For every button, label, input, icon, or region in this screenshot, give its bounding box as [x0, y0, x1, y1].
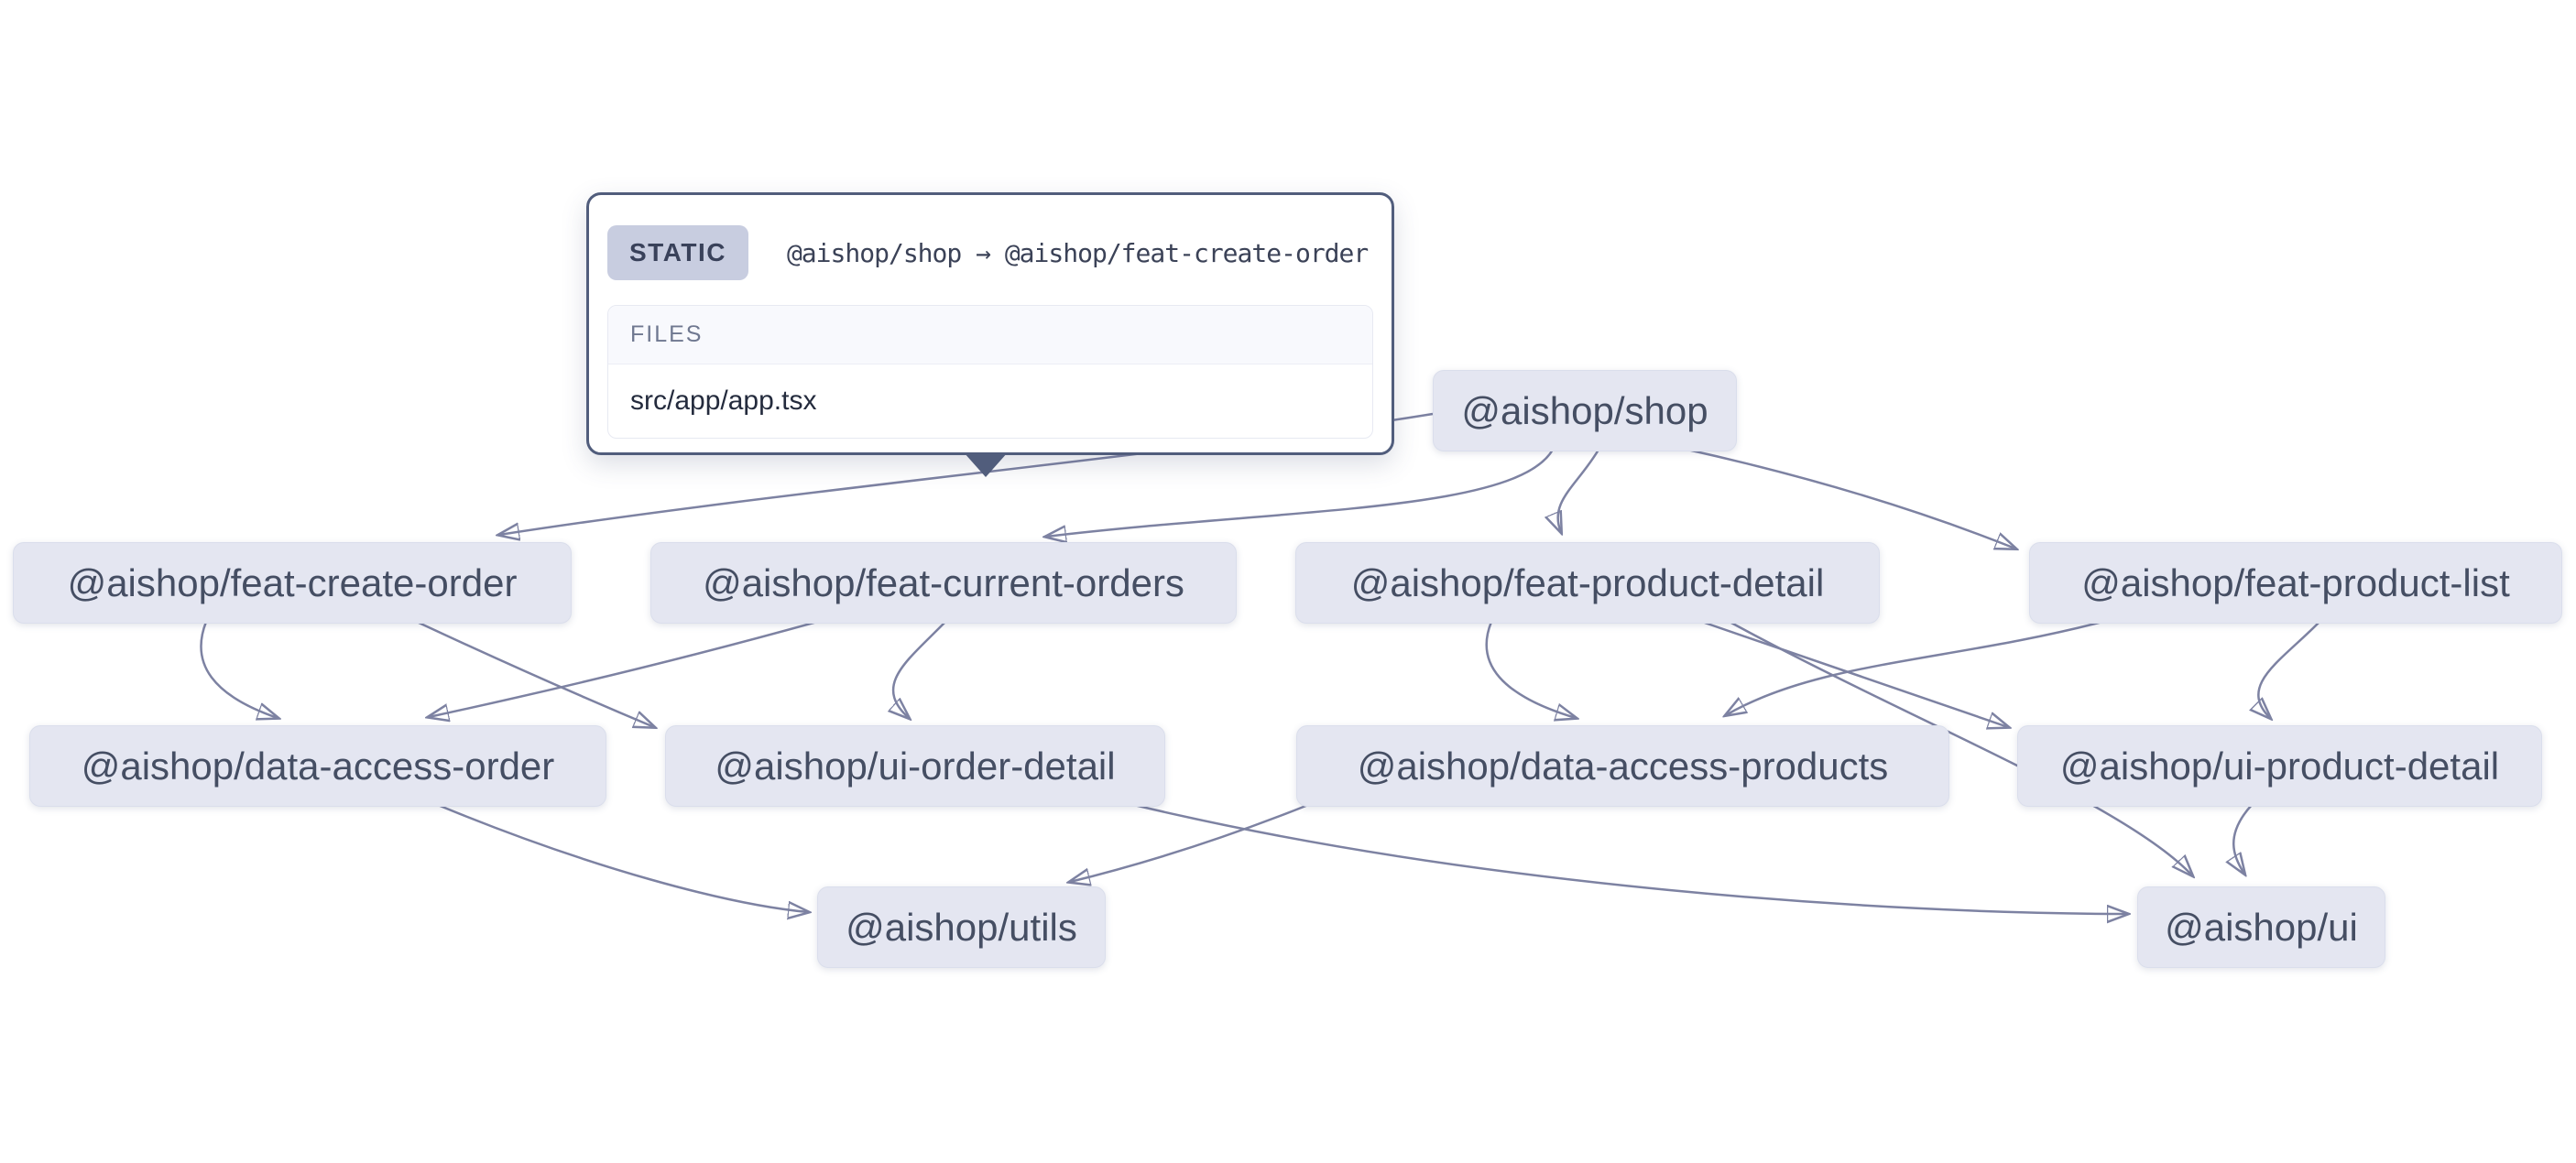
graph-node-feat-product-detail[interactable]: @aishop/feat-product-detail — [1295, 542, 1880, 624]
graph-node-data-access-order[interactable]: @aishop/data-access-order — [29, 725, 606, 807]
edge-data-access-products-to-utils[interactable] — [1070, 803, 1309, 882]
graph-node-feat-product-list[interactable]: @aishop/feat-product-list — [2029, 542, 2562, 624]
graph-node-utils[interactable]: @aishop/utils — [817, 886, 1106, 968]
edge-feat-product-detail-to-ui-product-detail[interactable] — [1701, 620, 2008, 727]
files-heading: FILES — [608, 306, 1372, 364]
edge-shop-to-feat-product-list[interactable] — [1686, 448, 2015, 549]
edge-description: @aishop/shop → @aishop/feat-create-order — [786, 237, 1369, 268]
graph-node-ui-product-detail[interactable]: @aishop/ui-product-detail — [2017, 725, 2542, 807]
edge-ui-order-detail-to-ui[interactable] — [1133, 803, 2127, 914]
graph-node-feat-create-order[interactable]: @aishop/feat-create-order — [13, 542, 572, 624]
edge-tooltip: STATIC @aishop/shop → @aishop/feat-creat… — [586, 192, 1394, 477]
edge-feat-product-list-to-data-access-products[interactable] — [1726, 620, 2103, 715]
edge-feat-create-order-to-ui-order-detail[interactable] — [416, 620, 654, 727]
edge-feat-product-list-to-ui-product-detail[interactable] — [2258, 621, 2320, 718]
edge-type-badge: STATIC — [607, 225, 748, 280]
edge-feat-create-order-to-data-access-order[interactable] — [200, 621, 278, 718]
file-row: src/app/app.tsx — [630, 386, 817, 416]
graph-node-ui-order-detail[interactable]: @aishop/ui-order-detail — [665, 725, 1165, 807]
graph-node-feat-current-orders[interactable]: @aishop/feat-current-orders — [650, 542, 1237, 624]
files-panel: FILES src/app/app.tsx — [607, 305, 1373, 439]
file-rows: src/app/app.tsx — [608, 364, 1372, 438]
graph-node-data-access-products[interactable]: @aishop/data-access-products — [1296, 725, 1949, 807]
edge-feat-current-orders-to-ui-order-detail[interactable] — [893, 621, 946, 718]
graph-node-ui[interactable]: @aishop/ui — [2137, 886, 2385, 968]
edge-data-access-order-to-utils[interactable] — [437, 803, 808, 912]
edge-shop-to-feat-product-detail[interactable] — [1558, 449, 1600, 532]
edge-ui-product-detail-to-ui[interactable] — [2233, 804, 2253, 874]
graph-node-shop[interactable]: @aishop/shop — [1433, 370, 1737, 451]
edge-feat-product-detail-to-data-access-products[interactable] — [1485, 621, 1576, 718]
tooltip-header: STATIC @aishop/shop → @aishop/feat-creat… — [607, 225, 1373, 280]
edge-feat-current-orders-to-data-access-order[interactable] — [429, 620, 818, 717]
tooltip-caret-icon — [964, 452, 1008, 477]
edge-shop-to-feat-current-orders[interactable] — [1046, 449, 1555, 537]
edge-feat-product-detail-to-ui[interactable] — [1729, 620, 2192, 875]
